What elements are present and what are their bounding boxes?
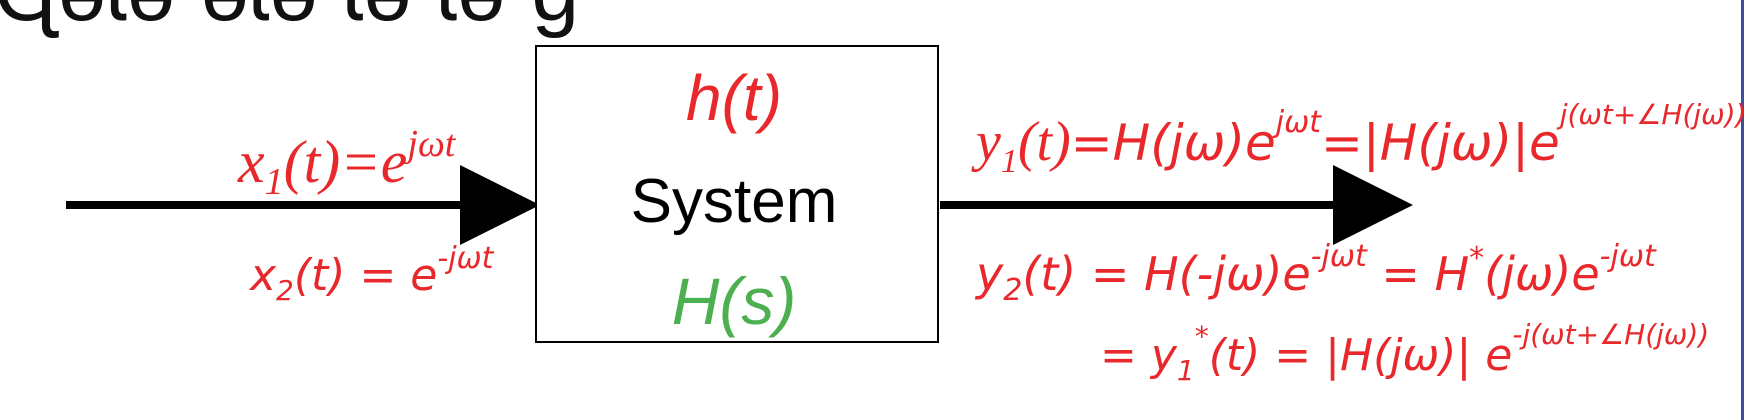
system-block xyxy=(535,45,939,343)
output-y2-line1: y2(t) = H(-jω)e-jωt = H*(jω)e-jωt xyxy=(974,239,1657,308)
input-x1-label: x1(t)=ejωt xyxy=(237,123,457,203)
input-x2-label: x2(t) = e-jωt xyxy=(248,241,495,307)
transfer-function-label: H(s) xyxy=(672,264,797,338)
system-label: System xyxy=(631,167,838,236)
output-y2-line2: = y1*(t) = |H(jω)| e-j(ωt+∠H(jω)) xyxy=(1100,318,1709,387)
output-y1-label: y1(t)=H(jω)ejωt=|H(jω)|ej(ωt+∠H(jω)) xyxy=(971,98,1746,180)
slide-edge-line xyxy=(1741,0,1744,420)
impulse-response-label: h(t) xyxy=(686,62,782,134)
slide-title-fragment: Ɋǝɩǝ ǝɩǝ ɩǝ ɩǝ ɡ xyxy=(0,0,580,41)
title-text: Ɋǝɩǝ ǝɩǝ ɩǝ ɩǝ ɡ xyxy=(0,0,580,39)
